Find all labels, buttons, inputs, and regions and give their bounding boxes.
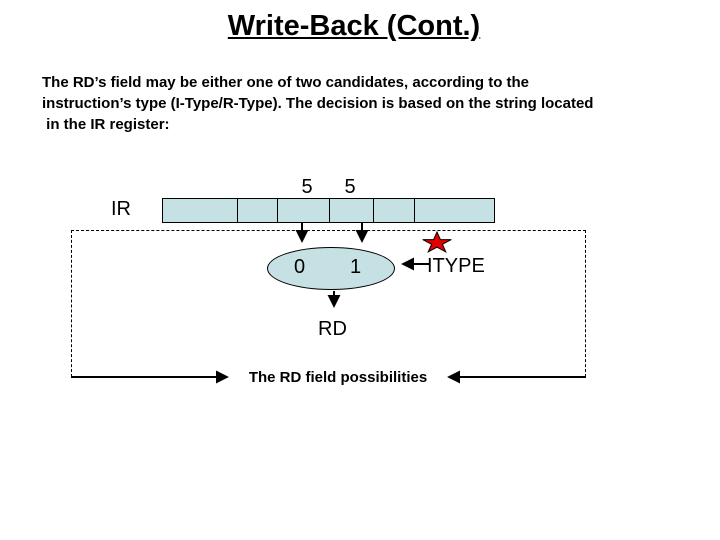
dashed-boundary-box	[71, 230, 586, 377]
mux-input-1: 1	[350, 256, 362, 278]
diagram-caption: The RD field possibilities	[248, 369, 428, 386]
rd-label: RD	[318, 318, 347, 340]
ir-register-cell	[415, 199, 494, 222]
ir-register-cell	[237, 199, 279, 222]
ir-register-label: IR	[111, 198, 131, 220]
ir-register-cell	[373, 199, 416, 222]
slide-body: The RD’s field may be either one of two …	[42, 72, 692, 135]
bit-width-label-right: 5	[344, 176, 356, 198]
mux-input-0: 0	[294, 256, 306, 278]
mux-ellipse	[267, 247, 395, 290]
itype-label: ITYPE	[427, 255, 485, 277]
ir-register	[162, 198, 495, 223]
ir-register-cell	[278, 199, 330, 222]
bit-width-label-left: 5	[301, 176, 313, 198]
ir-register-cell	[329, 199, 374, 222]
body-line: The RD’s field may be either one of two …	[42, 74, 530, 91]
body-line: in the IR register:	[42, 116, 170, 133]
ir-register-cell	[163, 199, 238, 222]
body-line: instruction’s type (I-Type/R-Type). The …	[42, 95, 594, 112]
slide-title: Write-Back (Cont.)	[227, 10, 481, 42]
